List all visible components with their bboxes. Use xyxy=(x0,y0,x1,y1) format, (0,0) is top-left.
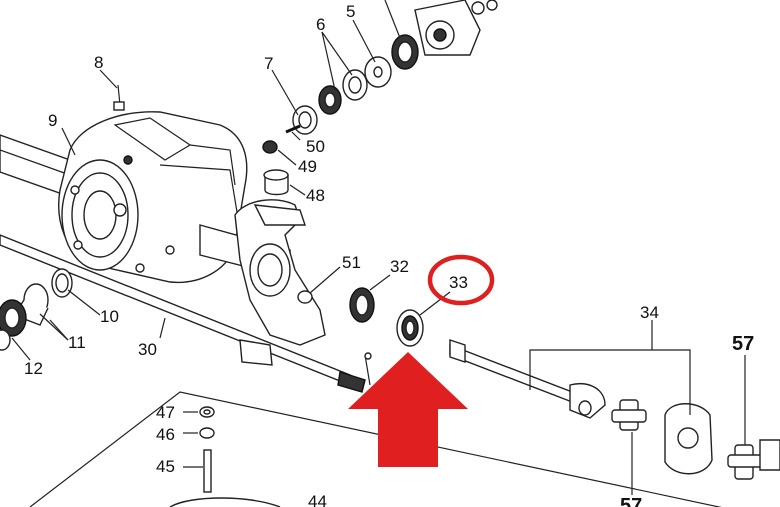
label-51: 51 xyxy=(342,253,361,272)
pinion-yoke xyxy=(414,0,498,56)
label-46: 46 xyxy=(156,425,175,444)
label-57-right: 57 xyxy=(732,333,754,355)
yoke-double xyxy=(664,403,713,475)
washer-46 xyxy=(199,427,215,439)
label-5: 5 xyxy=(346,2,355,21)
label-30: 30 xyxy=(138,340,157,359)
u-joint-cross-b xyxy=(727,444,763,480)
label-32: 32 xyxy=(390,257,409,276)
steering-knuckle-bracket xyxy=(234,199,326,346)
label-8: 8 xyxy=(94,53,103,72)
bearing-12 xyxy=(0,299,27,351)
outer-axle-shaft-34 xyxy=(449,339,606,419)
leader-lines xyxy=(11,0,746,495)
label-44: 44 xyxy=(308,492,327,507)
rotor-44 xyxy=(169,497,281,507)
label-33: 33 xyxy=(449,273,468,292)
label-9: 9 xyxy=(48,111,57,130)
label-57-bottom: 57 xyxy=(620,495,642,507)
label-10: 10 xyxy=(100,307,119,326)
label-11: 11 xyxy=(68,333,86,352)
spacer-50 xyxy=(285,124,301,134)
bearing-6 xyxy=(318,69,368,115)
stud-45 xyxy=(203,449,212,493)
nut-47 xyxy=(199,406,215,418)
label-12: 12 xyxy=(24,359,43,378)
label-48: 48 xyxy=(306,186,325,205)
label-6: 6 xyxy=(316,15,325,34)
shim-7 xyxy=(292,105,318,135)
axle-shaft-30 xyxy=(0,234,372,393)
u-joint-cross-a xyxy=(611,399,647,431)
axle-tube-left xyxy=(0,134,71,197)
inset-box xyxy=(29,391,722,507)
seal-10 xyxy=(51,268,73,298)
label-50: 50 xyxy=(306,137,325,156)
pinion-seal xyxy=(391,34,419,70)
nut-49 xyxy=(262,140,278,154)
highlight-circle-33 xyxy=(427,254,495,306)
label-7: 7 xyxy=(264,54,273,73)
nut-51 xyxy=(297,290,313,304)
red-up-arrow-icon xyxy=(348,352,468,467)
label-34: 34 xyxy=(640,303,659,322)
seal-33 xyxy=(396,309,424,347)
washer-5 xyxy=(364,56,392,88)
bolt-8 xyxy=(113,84,125,111)
label-49: 49 xyxy=(298,157,317,176)
outer-stub xyxy=(759,439,780,471)
label-45: 45 xyxy=(156,457,175,476)
bushing-48 xyxy=(263,169,289,196)
label-47: 47 xyxy=(156,403,175,422)
bearing-32 xyxy=(349,287,375,323)
